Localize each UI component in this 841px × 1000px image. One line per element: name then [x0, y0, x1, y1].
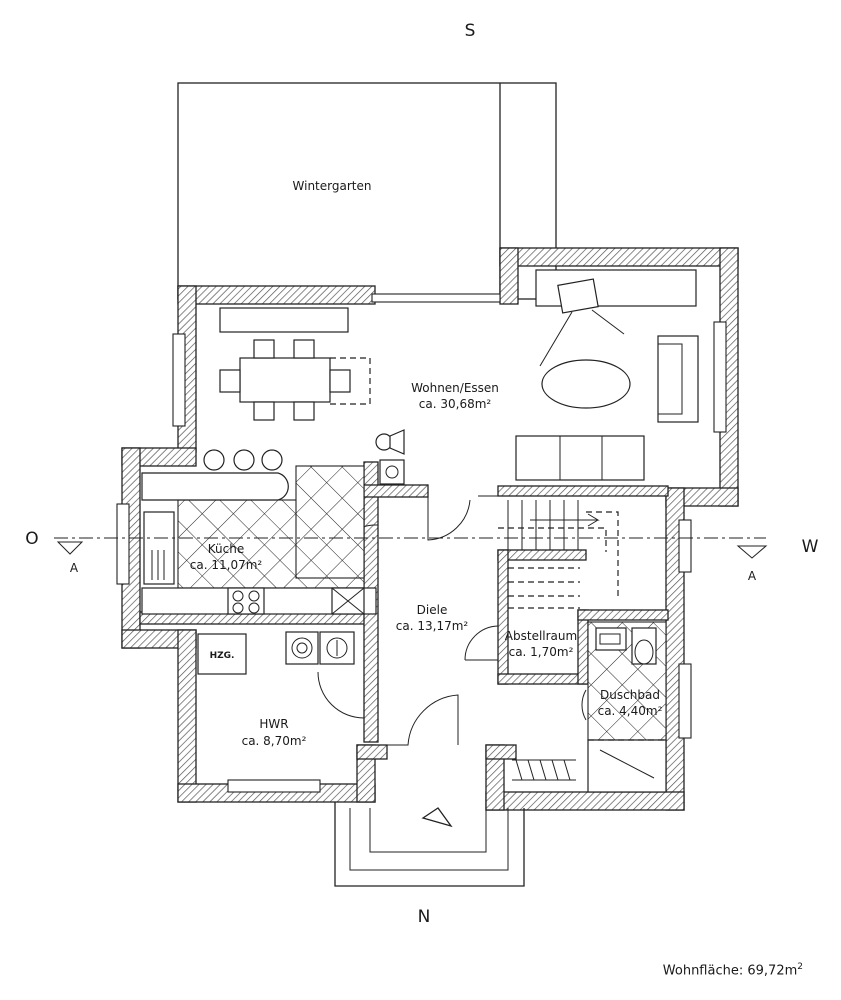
living-area-value: 69,72m	[747, 963, 798, 979]
compass-west: W	[802, 537, 819, 557]
room-name-kueche: Küche	[208, 542, 244, 556]
entrance-porch	[334, 802, 525, 887]
room-name-diele: Diele	[417, 603, 448, 617]
hwr-fixtures	[197, 631, 355, 675]
room-area-hwr: ca. 8,70m²	[242, 734, 307, 748]
room-area-abstellraum: ca. 1,70m²	[509, 645, 574, 659]
living-area-total: Wohnfläche: 69,72m2	[663, 962, 803, 978]
living-area-label: Wohnfläche:	[662, 963, 744, 979]
room-area-wohnen: ca. 30,68m²	[419, 397, 492, 411]
section-label-left: A	[70, 561, 79, 575]
room-name-wintergarten: Wintergarten	[293, 179, 372, 193]
compass-east: O	[25, 529, 38, 549]
section-line	[54, 537, 768, 559]
section-label-right: A	[748, 569, 757, 583]
room-area-duschbad: ca. 4,40m²	[598, 704, 663, 718]
entrance-arrow-icon	[421, 807, 453, 828]
kitchen-furniture	[141, 465, 377, 615]
room-name-wohnen: Wohnen/Essen	[411, 381, 499, 395]
bathroom-fixtures	[512, 621, 667, 793]
heating-label: HZG.	[210, 651, 235, 661]
section-marker-left-icon	[56, 541, 84, 555]
stairs	[498, 500, 619, 609]
room-name-duschbad: Duschbad	[600, 688, 660, 702]
section-marker-right-icon	[736, 545, 768, 559]
compass-south: S	[465, 21, 476, 41]
room-area-diele: ca. 13,17m²	[396, 619, 469, 633]
room-area-kueche: ca. 11,07m²	[190, 558, 263, 572]
room-name-hwr: HWR	[259, 717, 288, 731]
room-name-abstellraum: Abstellraum	[505, 629, 577, 643]
compass-north: N	[418, 907, 431, 927]
living-area-unit: 2	[797, 962, 803, 972]
windows	[116, 293, 727, 793]
living-furniture	[203, 269, 699, 485]
